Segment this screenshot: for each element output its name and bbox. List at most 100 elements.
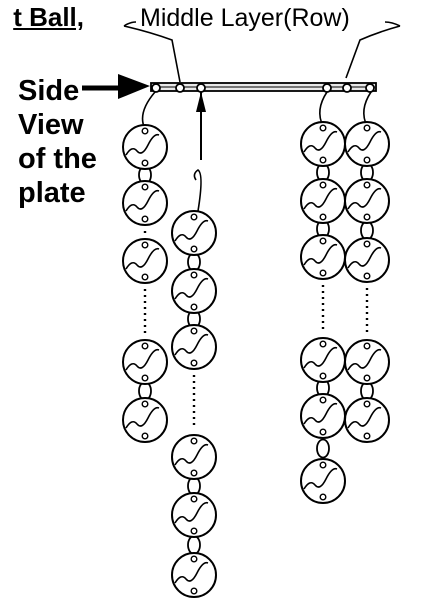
plate-disc: [171, 210, 217, 256]
plate-wave: [174, 501, 209, 524]
plate-hole: [141, 432, 149, 440]
plate-disc: [171, 434, 217, 480]
hook: [193, 169, 202, 212]
hanging-wire: [363, 91, 372, 127]
plate-wave: [303, 130, 338, 153]
plate-disc: [171, 552, 217, 598]
plate-hole: [363, 124, 371, 132]
plate-wave: [174, 277, 209, 300]
plate-disc: [122, 124, 168, 170]
plate-wave: [174, 443, 209, 466]
plate-hole: [363, 181, 371, 189]
plate-wave: [125, 406, 160, 429]
plate-hole: [190, 213, 198, 221]
middle-layer-label: Middle Layer(Row): [140, 4, 350, 32]
side-view-line-3: of the: [18, 143, 97, 175]
link-ring: [316, 438, 330, 459]
plate-wave: [125, 348, 160, 371]
plate-disc: [122, 180, 168, 226]
plate-wave: [174, 219, 209, 242]
plate-hole: [319, 428, 327, 436]
plate-disc: [300, 458, 346, 504]
plate-hole: [363, 272, 371, 280]
plate-disc: [344, 397, 390, 443]
plate-hole: [190, 469, 198, 477]
plate-wave: [125, 133, 160, 156]
link-ring: [187, 535, 201, 555]
plate-hole: [319, 181, 327, 189]
plate-wave: [174, 561, 209, 584]
plate-wave: [303, 187, 338, 210]
plate-hole: [319, 372, 327, 380]
plate-hole: [190, 271, 198, 279]
hanging-bar: [150, 82, 377, 92]
plate-hole: [319, 156, 327, 164]
plate-hole: [190, 327, 198, 335]
plate-disc: [122, 339, 168, 385]
plate-hole: [141, 374, 149, 382]
plate-hole: [141, 159, 149, 167]
plate-hole: [363, 342, 371, 350]
plate-hole: [319, 461, 327, 469]
plate-wave: [125, 247, 160, 270]
plate-disc: [171, 324, 217, 370]
side-view-line-4: plate: [18, 177, 86, 209]
plate-hole: [190, 359, 198, 367]
plate-wave: [347, 348, 382, 371]
plate-hole: [319, 269, 327, 277]
plate-disc: [122, 397, 168, 443]
plate-disc: [344, 178, 390, 224]
plate-hole: [319, 237, 327, 245]
plate-hole: [141, 400, 149, 408]
side-view-line-2: View: [18, 109, 84, 141]
plate-hole: [141, 342, 149, 350]
plate-disc: [171, 268, 217, 314]
bar-hook-rings: [151, 83, 375, 93]
plate-disc: [344, 121, 390, 167]
plate-disc: [344, 339, 390, 385]
plate-strands: [122, 91, 390, 598]
plate-hole: [190, 555, 198, 563]
plate-hole: [363, 432, 371, 440]
plate-hole: [141, 273, 149, 281]
plate-wave: [347, 187, 382, 210]
plate-hole: [319, 340, 327, 348]
plate-disc: [344, 237, 390, 283]
plate-wave: [303, 243, 338, 266]
plate-hole: [190, 495, 198, 503]
side-view-line-1: Side: [18, 75, 80, 107]
plate-hole: [319, 213, 327, 221]
plate-hole: [190, 587, 198, 595]
middle-layer-bracket: [123, 21, 401, 83]
plate-wave: [174, 333, 209, 356]
plate-wave: [125, 189, 160, 212]
plate-hole: [141, 127, 149, 135]
plate-hole: [363, 156, 371, 164]
plate-hole: [363, 374, 371, 382]
plate-disc: [171, 492, 217, 538]
plate-hole: [141, 215, 149, 223]
plate-hole: [319, 396, 327, 404]
cutoff-title: t Ball,: [13, 2, 84, 32]
plate-hole: [190, 527, 198, 535]
center-strand-arrow: [196, 90, 206, 160]
plate-hole: [190, 245, 198, 253]
plate-hole: [319, 493, 327, 501]
hanging-wire: [319, 91, 328, 127]
link-ring: [360, 220, 374, 241]
plate-hole: [363, 240, 371, 248]
plate-hole: [190, 437, 198, 445]
plate-wave: [303, 346, 338, 369]
plate-hole: [319, 124, 327, 132]
side-view-arrow: [82, 74, 150, 99]
plate-hole: [363, 213, 371, 221]
plate-hole: [141, 183, 149, 191]
plate-hole: [363, 400, 371, 408]
side-view-label: Side View of the plate: [18, 74, 97, 210]
plate-wave: [303, 467, 338, 490]
plate-wave: [303, 402, 338, 425]
plate-hole: [141, 241, 149, 249]
plate-hole: [190, 303, 198, 311]
plate-wave: [347, 130, 382, 153]
